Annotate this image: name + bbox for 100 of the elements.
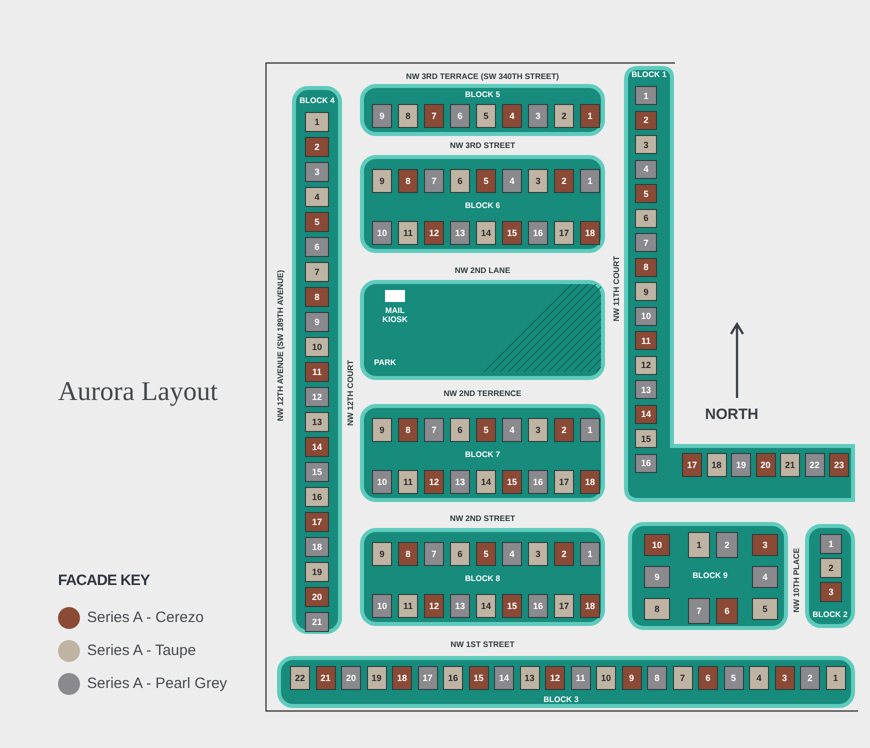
house-lot: 1 — [580, 542, 600, 566]
house-lot: 14 — [305, 437, 329, 457]
house-lot: 6 — [305, 237, 329, 257]
house-lot: 13 — [450, 594, 470, 618]
house-lot: 17 — [554, 594, 574, 618]
house-lot: 6 — [716, 598, 738, 624]
block-label: BLOCK 3 — [542, 695, 580, 705]
block-label: BLOCK 6 — [464, 201, 502, 211]
lot-block — [624, 66, 855, 502]
house-lot: 15 — [635, 429, 657, 448]
street-name: NW 2ND LANE — [454, 266, 512, 276]
house-lot: 2 — [716, 532, 738, 558]
house-lot: 13 — [450, 221, 470, 245]
house-lot: 13 — [520, 666, 540, 690]
house-lot: 11 — [635, 331, 657, 350]
house-lot: 9 — [305, 312, 329, 332]
house-lot: 3 — [305, 162, 329, 182]
house-lot: 16 — [635, 454, 657, 472]
house-lot: 21 — [316, 666, 336, 690]
house-lot: 3 — [528, 104, 548, 128]
lot-block — [292, 86, 342, 634]
house-lot: 3 — [528, 418, 548, 442]
house-lot: 7 — [424, 418, 444, 442]
house-lot: 17 — [305, 512, 329, 532]
house-lot: 3 — [635, 135, 657, 154]
house-lot: 6 — [635, 208, 657, 228]
lot-block — [360, 404, 605, 502]
house-lot: 7 — [688, 598, 710, 624]
house-lot: 5 — [305, 212, 329, 232]
house-lot: 14 — [476, 470, 496, 494]
house-lot: 11 — [398, 221, 418, 245]
house-lot: 16 — [443, 666, 463, 690]
street-name: NW 10TH PLACE — [792, 548, 802, 612]
house-lot: 1 — [580, 169, 600, 193]
block-label: BLOCK 2 — [811, 610, 849, 620]
house-lot: 15 — [502, 470, 522, 494]
house-lot: 10 — [635, 306, 657, 326]
house-lot: 2 — [554, 104, 574, 128]
house-lot: 6 — [698, 666, 718, 690]
house-lot: 15 — [502, 221, 522, 245]
block-label: BLOCK 8 — [464, 574, 502, 584]
house-lot: 2 — [554, 418, 574, 442]
house-lot: 4 — [749, 666, 769, 690]
house-lot: 3 — [820, 582, 842, 602]
house-lot: 16 — [528, 594, 548, 618]
house-lot: 18 — [580, 470, 600, 494]
house-lot: 4 — [635, 160, 657, 178]
street-name: NW 3RD TERRACE (SW 340TH STREET) — [405, 72, 560, 82]
house-lot: 14 — [476, 594, 496, 618]
house-lot: 2 — [554, 542, 574, 566]
house-lot: 2 — [305, 137, 329, 157]
house-lot: 19 — [366, 666, 386, 690]
house-lot: 9 — [644, 566, 670, 588]
legend-label: Series A - Cerezo — [87, 609, 204, 626]
house-lot: 1 — [688, 532, 710, 558]
house-lot: 11 — [305, 362, 329, 382]
compass-label: NORTH — [705, 406, 758, 423]
house-lot: 8 — [305, 287, 329, 307]
house-lot: 4 — [502, 542, 522, 566]
house-lot: 4 — [752, 566, 778, 588]
house-lot: 18 — [706, 453, 726, 477]
house-lot: 11 — [398, 594, 418, 618]
house-lot: 17 — [682, 453, 702, 477]
block-label: BLOCK 5 — [464, 90, 502, 100]
house-lot: 18 — [580, 594, 600, 618]
house-lot: 8 — [647, 666, 667, 690]
house-lot: 12 — [305, 387, 329, 407]
lot-block — [360, 155, 605, 253]
house-lot: 15 — [305, 462, 329, 482]
house-lot: 1 — [580, 104, 600, 128]
house-lot: 19 — [731, 453, 751, 477]
house-lot: 14 — [494, 666, 514, 690]
house-lot: 5 — [476, 169, 496, 193]
house-lot: 1 — [820, 534, 842, 554]
house-lot: 12 — [545, 666, 565, 690]
house-lot: 10 — [372, 221, 392, 245]
house-lot: 5 — [724, 666, 744, 690]
house-lot: 5 — [476, 104, 496, 128]
house-lot: 23 — [829, 453, 849, 477]
house-lot: 10 — [372, 470, 392, 494]
house-lot: 19 — [305, 562, 329, 582]
house-lot: 17 — [554, 470, 574, 494]
house-lot: 10 — [372, 594, 392, 618]
house-lot: 8 — [398, 542, 418, 566]
house-lot: 4 — [502, 418, 522, 442]
house-lot: 2 — [554, 169, 574, 193]
lot-block — [360, 528, 605, 626]
house-lot: 12 — [424, 221, 444, 245]
house-lot: 9 — [622, 666, 642, 690]
house-lot: 9 — [635, 282, 657, 301]
house-lot: 13 — [635, 380, 657, 399]
house-lot: 7 — [424, 542, 444, 566]
house-lot: 20 — [305, 587, 329, 607]
house-lot: 6 — [450, 542, 470, 566]
house-lot: 2 — [820, 558, 842, 578]
map-title: Aurora Layout — [58, 376, 218, 407]
house-lot: 22 — [290, 666, 310, 690]
house-lot: 11 — [398, 470, 418, 494]
street-name: NW 3RD STREET — [448, 141, 516, 151]
house-lot: 21 — [305, 612, 329, 632]
